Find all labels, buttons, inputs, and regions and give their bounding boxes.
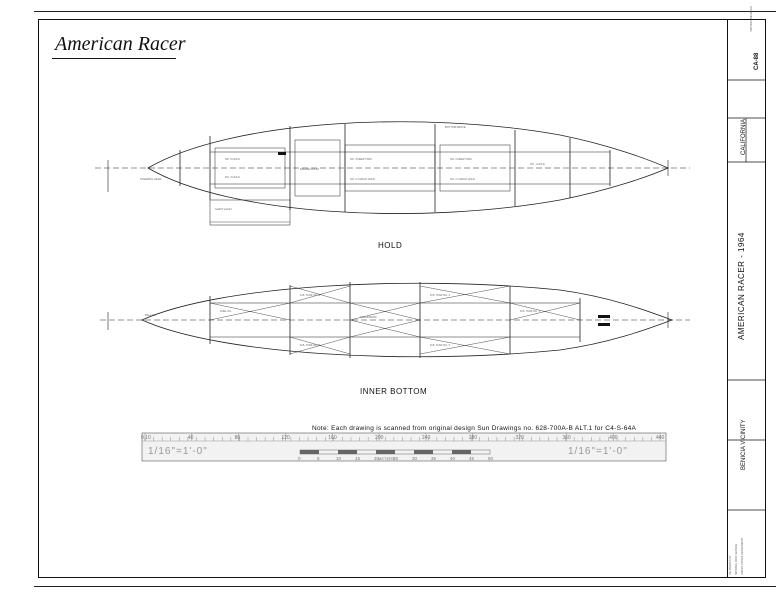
svg-text:BOTTOM ABOVE: BOTTOM ABOVE	[445, 125, 466, 129]
svg-text:NATIONAL PARK SERVICE: NATIONAL PARK SERVICE	[735, 544, 738, 575]
top-rule	[34, 11, 776, 12]
svg-text:ENGINE ROOM: ENGINE ROOM	[300, 167, 319, 171]
svg-text:NO. 3 CARGO HOLD: NO. 3 CARGO HOLD	[350, 177, 375, 181]
scale-feet-label: 280	[469, 435, 478, 441]
svg-text:FUEL OIL: FUEL OIL	[220, 309, 232, 313]
svg-text:UNITED STATES DEPARTMENT: UNITED STATES DEPARTMENT	[741, 537, 744, 575]
inner-bottom-view-caption: INNER BOTTOM	[360, 387, 428, 396]
svg-text:NO. 4 HOLD: NO. 4 HOLD	[225, 175, 240, 179]
scale-meter-label: 5	[317, 456, 320, 461]
svg-text:NO. 3 DEEP TANK: NO. 3 DEEP TANK	[350, 157, 372, 161]
scale-feet-label: 200	[375, 435, 384, 441]
svg-text:NO. 1 HOLD: NO. 1 HOLD	[530, 162, 545, 166]
svg-text:BALLAST: BALLAST	[145, 313, 157, 317]
title-underline	[52, 58, 176, 59]
scale-feet-label: 240	[422, 435, 431, 441]
svg-text:NO. 5 HOLD: NO. 5 HOLD	[225, 157, 240, 161]
scale-feet-label: 360	[562, 435, 571, 441]
svg-text:D.B. TANK NO. 5: D.B. TANK NO. 5	[300, 293, 320, 297]
scale-meter-label: 0	[298, 456, 301, 461]
scale-ticks	[144, 433, 661, 441]
svg-text:NO. 2 DEEP TANK: NO. 2 DEEP TANK	[450, 157, 472, 161]
svg-text:SHAFT ALLEY: SHAFT ALLEY	[215, 207, 232, 211]
drawing-note: Note: Each drawing is scanned from origi…	[312, 425, 637, 432]
svg-text:D.B. TANK NO. 3: D.B. TANK NO. 3	[430, 293, 450, 297]
scale-feet-label: 80	[235, 435, 241, 441]
scale-feet-label: 440	[656, 435, 665, 441]
bottom-rule	[34, 586, 776, 587]
scale-meter-label: 25	[393, 456, 399, 461]
svg-text:COFFERDAM: COFFERDAM	[360, 315, 376, 319]
svg-text:HISTORIC AMERICAN: HISTORIC AMERICAN	[750, 6, 753, 32]
scale-meter-label: 20	[374, 456, 380, 461]
svg-text:DELINEATED BY: DELINEATED BY	[729, 555, 732, 575]
svg-text:D.B. TANK NO. 5: D.B. TANK NO. 5	[300, 343, 320, 347]
scale-meter-unit: METERS	[378, 456, 395, 461]
svg-text:D.B. TANK NO. 3: D.B. TANK NO. 3	[430, 343, 450, 347]
scale-feet-label: 400	[609, 435, 618, 441]
svg-text:NO. 2 CARGO HOLD: NO. 2 CARGO HOLD	[450, 177, 475, 181]
scale-feet-label: 120	[281, 435, 290, 441]
scale-feet-label: 320	[516, 435, 525, 441]
title-block-strip	[727, 19, 766, 578]
scale-feet-label: 40	[188, 435, 194, 441]
page-title: American Racer	[55, 33, 186, 55]
scale-meter-label: 30	[412, 456, 418, 461]
scale-feet-label: 160	[328, 435, 337, 441]
scale-meter-label: 15	[355, 456, 361, 461]
scale-meter-label: 10	[336, 456, 342, 461]
scale-meter-label: 50	[488, 456, 494, 461]
scale-label-left: 1/16"=1'-0"	[148, 446, 208, 457]
scale-label-right: 1/16"=1'-0"	[568, 446, 628, 457]
scale-meter-label: 45	[469, 456, 475, 461]
scale-meter-label: 40	[450, 456, 456, 461]
drawing-frame	[38, 19, 766, 578]
svg-text:STEERING GEAR: STEERING GEAR	[140, 177, 161, 181]
hold-view-caption: HOLD	[378, 241, 403, 250]
svg-text:D.B. TANK NO. 1: D.B. TANK NO. 1	[520, 309, 540, 313]
scale-feet-label: 0 10	[141, 435, 151, 441]
scale-meter-label: 35	[431, 456, 437, 461]
